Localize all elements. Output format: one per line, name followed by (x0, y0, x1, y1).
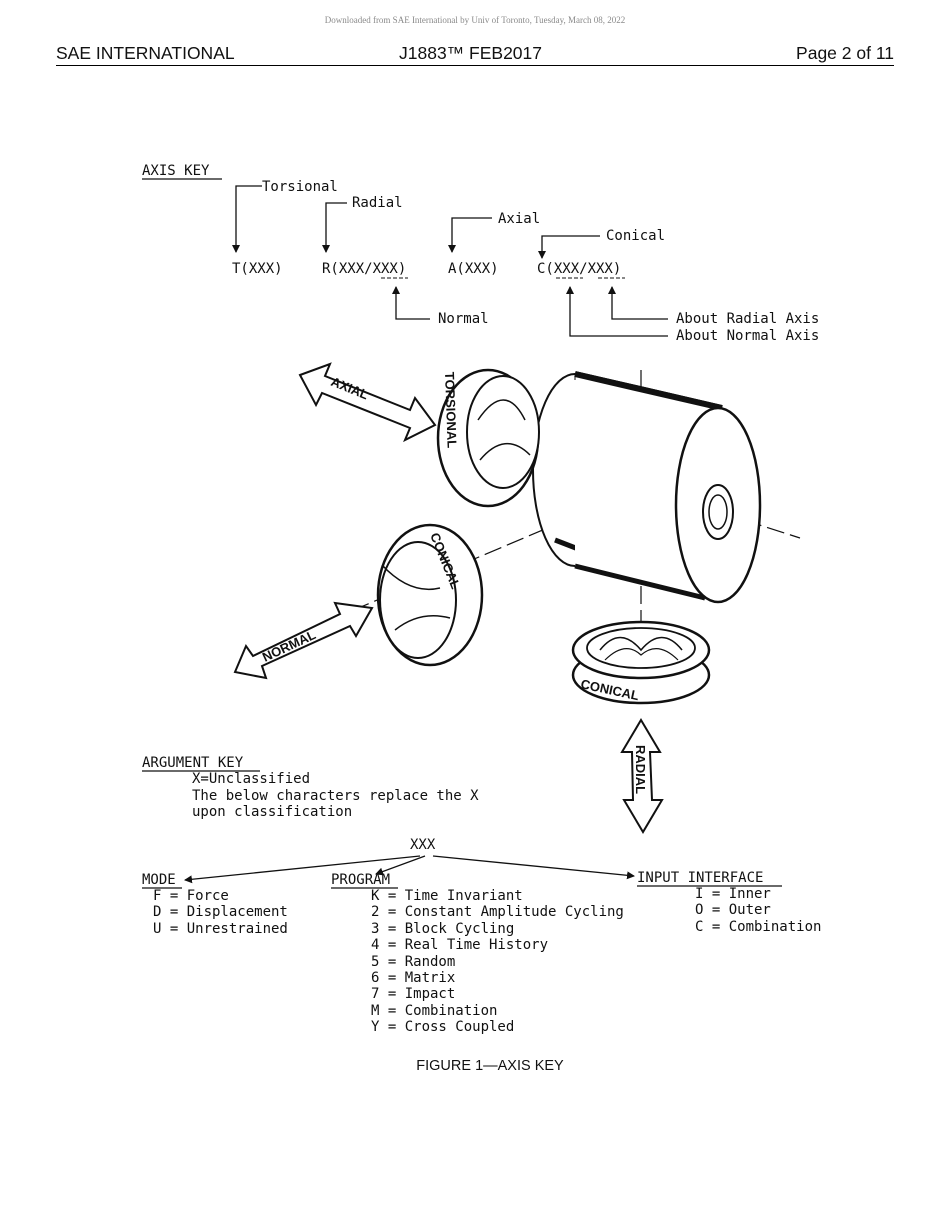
program-item: Y = Cross Coupled (371, 1019, 514, 1035)
conical-ring-upper (376, 523, 484, 667)
axis-key-heading: AXIS KEY (142, 163, 210, 179)
about-radial-axis-label: About Radial Axis (676, 311, 819, 327)
normal-arrow-label: NORMAL (260, 627, 318, 665)
header-doc-id: J1883™ FEB2017 (399, 43, 543, 63)
argument-line3: upon classification (192, 804, 352, 820)
header-page-number: Page 2 of 11 (796, 43, 894, 63)
mode-item: U = Unrestrained (153, 921, 288, 937)
page-header: SAE INTERNATIONAL J1883™ FEB2017 Page 2 … (56, 43, 894, 66)
argument-xxx: XXX (410, 837, 436, 853)
argument-unclassified: X=Unclassified (192, 771, 310, 787)
cylinder-drawing (532, 371, 762, 604)
mode-item: F = Force (153, 888, 229, 904)
code-axial: A(XXX) (448, 261, 499, 277)
torsional-ring (436, 368, 540, 508)
normal-arrow (233, 601, 374, 680)
program-item: 4 = Real Time History (371, 937, 548, 953)
code-torsional: T(XXX) (232, 261, 283, 277)
axial-label: Axial (498, 211, 540, 227)
program-item: 7 = Impact (371, 986, 455, 1002)
code-conical: C(XXX/XXX) (537, 261, 621, 277)
conical-ring-lower (571, 620, 711, 705)
input-interface-item: C = Combination (695, 919, 821, 935)
conical-label: Conical (606, 228, 665, 244)
figure-caption: FIGURE 1—AXIS KEY (416, 1058, 564, 1074)
torsional-ring-label: TORSIONAL (442, 372, 460, 449)
axial-arrow (298, 362, 437, 443)
mode-heading: MODE (142, 872, 176, 888)
program-heading: PROGRAM (331, 872, 390, 888)
argument-arrows (184, 855, 635, 884)
input-interface-heading: INPUT INTERFACE (637, 870, 763, 886)
radial-arrow-label: RADIAL (633, 745, 648, 794)
argument-key-heading: ARGUMENT KEY (142, 755, 244, 771)
radial-arrow (620, 718, 664, 834)
header-org: SAE INTERNATIONAL (56, 43, 235, 63)
test-article-illustration: AXIAL TORSIONAL CONICAL NORMAL CONICAL R… (233, 362, 801, 834)
code-radial: R(XXX/XXX) (322, 261, 406, 277)
axis-key-leaders (232, 185, 668, 337)
program-item: M = Combination (371, 1003, 497, 1019)
download-notice: Downloaded from SAE International by Uni… (324, 15, 626, 25)
about-normal-axis-label: About Normal Axis (676, 328, 819, 344)
torsional-label: Torsional (262, 179, 338, 195)
normal-label: Normal (438, 311, 489, 327)
program-item: 2 = Constant Amplitude Cycling (371, 904, 624, 920)
program-item: K = Time Invariant (371, 888, 523, 904)
argument-line2: The below characters replace the X (192, 788, 479, 804)
program-item: 5 = Random (371, 954, 455, 970)
program-item: 6 = Matrix (371, 970, 455, 986)
program-item: 3 = Block Cycling (371, 921, 514, 937)
input-interface-item: I = Inner (695, 886, 771, 902)
radial-label: Radial (352, 195, 403, 211)
mode-item: D = Displacement (153, 904, 288, 920)
input-interface-item: O = Outer (695, 902, 771, 918)
